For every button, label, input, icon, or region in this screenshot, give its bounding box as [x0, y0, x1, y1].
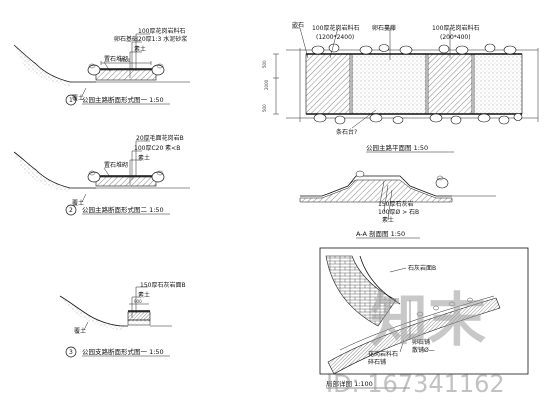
section-3-dim: 900: [134, 299, 142, 304]
section-aa-label-soil: 素土: [382, 216, 394, 224]
section-3-label-cover: 覆土: [74, 327, 86, 335]
section-aa-label-base: 100厚Ø > 石B: [378, 209, 419, 216]
detail-label-pebble: 卵石铺: [412, 338, 430, 346]
section-1: 2000 100厚花岗岩料石 卵石基础20厚1:3 水泥砂浆 素土 置石堆砌 覆…: [13, 27, 190, 106]
pebble-band: [473, 53, 523, 115]
boulder-right: [151, 170, 165, 183]
detail-granite-band: [327, 297, 501, 375]
boulder-right: [151, 63, 165, 76]
plan-label-step: 条石台?: [336, 128, 357, 136]
detail-brick-band: [325, 255, 397, 327]
detail-view: 石灰岩面B 卵石铺 散铺Ø— 花岗岩料石 碎石铺 局部详图 1:100: [319, 247, 529, 389]
detail-label-gravel: 碎石铺: [368, 358, 386, 366]
granite-paving-block: [305, 53, 351, 115]
granite-paving-block: [427, 53, 473, 115]
section-1-title: 公园主路断面形式图一 1:50: [82, 95, 164, 104]
pebble-band: [351, 53, 427, 115]
pavement-layer: [95, 176, 157, 187]
pavement-layer: [127, 311, 151, 321]
section-aa-layer: [299, 179, 453, 203]
section-1-label-soil: 素土: [134, 45, 146, 53]
section-aa-label-limestone: 150厚石灰岩: [378, 200, 413, 208]
plan-title: 公园主路平面图 1:50: [366, 143, 428, 152]
watermark-logo: 知末: [370, 286, 486, 354]
pavement-layer: [95, 69, 157, 81]
plan-label-granite-b: 100厚花岗岩料石: [432, 24, 479, 32]
section-3: 900 150厚石灰岩面B 素土 覆土 3 公园支路断面形式图一 1:50: [59, 281, 186, 358]
edge-stones-top: [311, 43, 517, 55]
plan-view: 2000 500 500 嵌石 100厚花岗岩料石 (1200*2400) 卵石…: [262, 22, 539, 153]
section-1-label-rockpile: 置石堆砌: [104, 55, 128, 63]
section-1-number-circle: [65, 94, 77, 106]
section-aa-title: A-A 剖面图 1:50: [356, 229, 405, 238]
section-1-label-cover: 覆土: [72, 94, 84, 102]
watermark-id: ID: 167341162: [326, 370, 505, 398]
detail-label-limestone: 石灰岩面B: [408, 264, 436, 272]
section-2-label-rockpile: 置石堆砌: [104, 161, 128, 169]
section-1-label-base: 卵石基础20厚1:3 水泥砂浆: [114, 35, 187, 43]
plan-dim-a: 500: [262, 60, 267, 68]
plan-dim-b: 500: [262, 104, 267, 112]
section-2-label-granite: 20厚毛面花岗岩B: [136, 134, 184, 142]
section-2-title: 公园主路断面形式图二 1:50: [82, 205, 164, 214]
section-aa: 150厚石灰岩 100厚Ø > 石B 素土 A-A 剖面图 1:50: [299, 170, 496, 239]
plan-label-granite-a: 100厚花岗岩料石: [312, 24, 359, 32]
detail-title: 局部详图 1:100: [326, 379, 373, 388]
section-2-label-soil: 素土: [138, 154, 150, 162]
plan-dim-width: 2000: [264, 79, 269, 90]
plan-label-size-a: (1200*2400): [316, 34, 354, 41]
section-3-title: 公园支路断面形式图一 1:50: [82, 347, 164, 356]
plan-label-size-b: (200*400): [440, 34, 471, 41]
plan-label-inlay: 嵌石: [292, 22, 304, 29]
section-3-label-limestone: 150厚石灰岩面B: [140, 281, 186, 289]
section-3-label-soil: 素土: [138, 291, 150, 299]
section-3-number: 3: [69, 349, 73, 356]
section-3-number-circle: [65, 346, 77, 358]
section-1-number: 1: [69, 97, 73, 104]
section-aa-stones: [355, 170, 449, 189]
detail-label-granite: 花岗岩料石: [368, 350, 398, 358]
boulder-left: [87, 170, 101, 183]
edge-stones-bottom: [313, 113, 523, 125]
boulder-left: [87, 63, 101, 76]
plan-label-pebble: 卵石蔓藤: [372, 24, 396, 32]
section-2-label-cover: 覆土: [72, 199, 84, 207]
section-2-label-concrete: 100厚C20 素<B: [134, 144, 180, 152]
section-2-number: 2: [69, 207, 73, 214]
section-2-number-circle: [65, 204, 77, 216]
watermark: 知末 ID: 167341162: [326, 286, 505, 398]
section-1-label-stone: 100厚花岗岩料石: [138, 27, 185, 35]
detail-label-scatter: 散铺Ø—: [412, 346, 435, 354]
detail-stones: [416, 297, 473, 317]
section-1-dim: 2000: [120, 58, 131, 63]
section-2: 20厚毛面花岗岩B 100厚C20 素<B 素土 置石堆砌 覆土 2 公园主路断…: [13, 134, 190, 216]
